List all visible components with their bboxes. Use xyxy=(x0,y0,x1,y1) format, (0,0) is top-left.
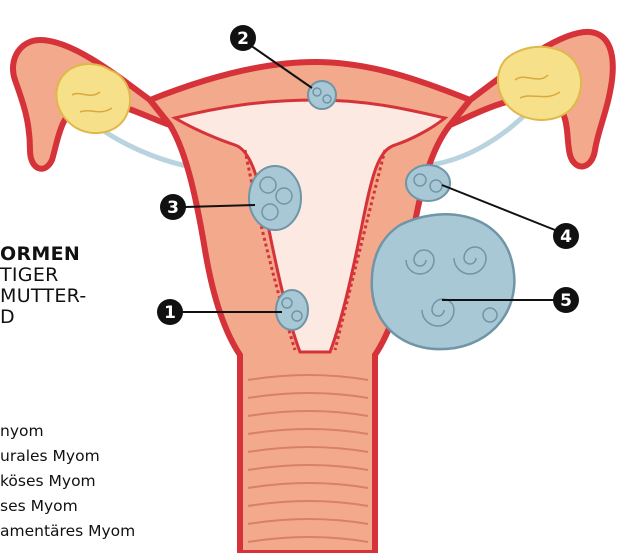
legend-item-5: amentäres Myom xyxy=(0,522,135,540)
left-ovary xyxy=(56,64,130,133)
legend-subtitle-line-3: D xyxy=(0,306,15,328)
myoma-intramural xyxy=(249,166,301,230)
svg-text:4: 4 xyxy=(560,227,572,247)
myoma-subserous-side xyxy=(406,165,450,201)
myoma-submucous xyxy=(276,290,308,330)
callout-2: 2 xyxy=(230,25,256,51)
svg-text:2: 2 xyxy=(237,29,249,49)
legend-title: ORMEN xyxy=(0,243,80,265)
callout-4: 4 xyxy=(553,223,579,249)
myoma-subserous-top xyxy=(308,81,336,109)
legend-item-3: köses Myom xyxy=(0,472,96,490)
myoma-pedunculated xyxy=(372,214,515,349)
legend-item-4: ses Myom xyxy=(0,497,78,515)
legend-subtitle-line-1: TIGER xyxy=(0,264,59,286)
svg-text:5: 5 xyxy=(560,291,572,311)
callout-1: 1 xyxy=(157,299,183,325)
legend-item-1: nyom xyxy=(0,422,44,440)
legend-subtitle-line-2: MUTTER- xyxy=(0,285,87,307)
callout-3: 3 xyxy=(160,194,186,220)
svg-text:1: 1 xyxy=(164,303,176,323)
legend-item-2: urales Myom xyxy=(0,447,100,465)
svg-text:3: 3 xyxy=(167,198,179,218)
right-ovary xyxy=(498,47,581,120)
callout-5: 5 xyxy=(553,287,579,313)
